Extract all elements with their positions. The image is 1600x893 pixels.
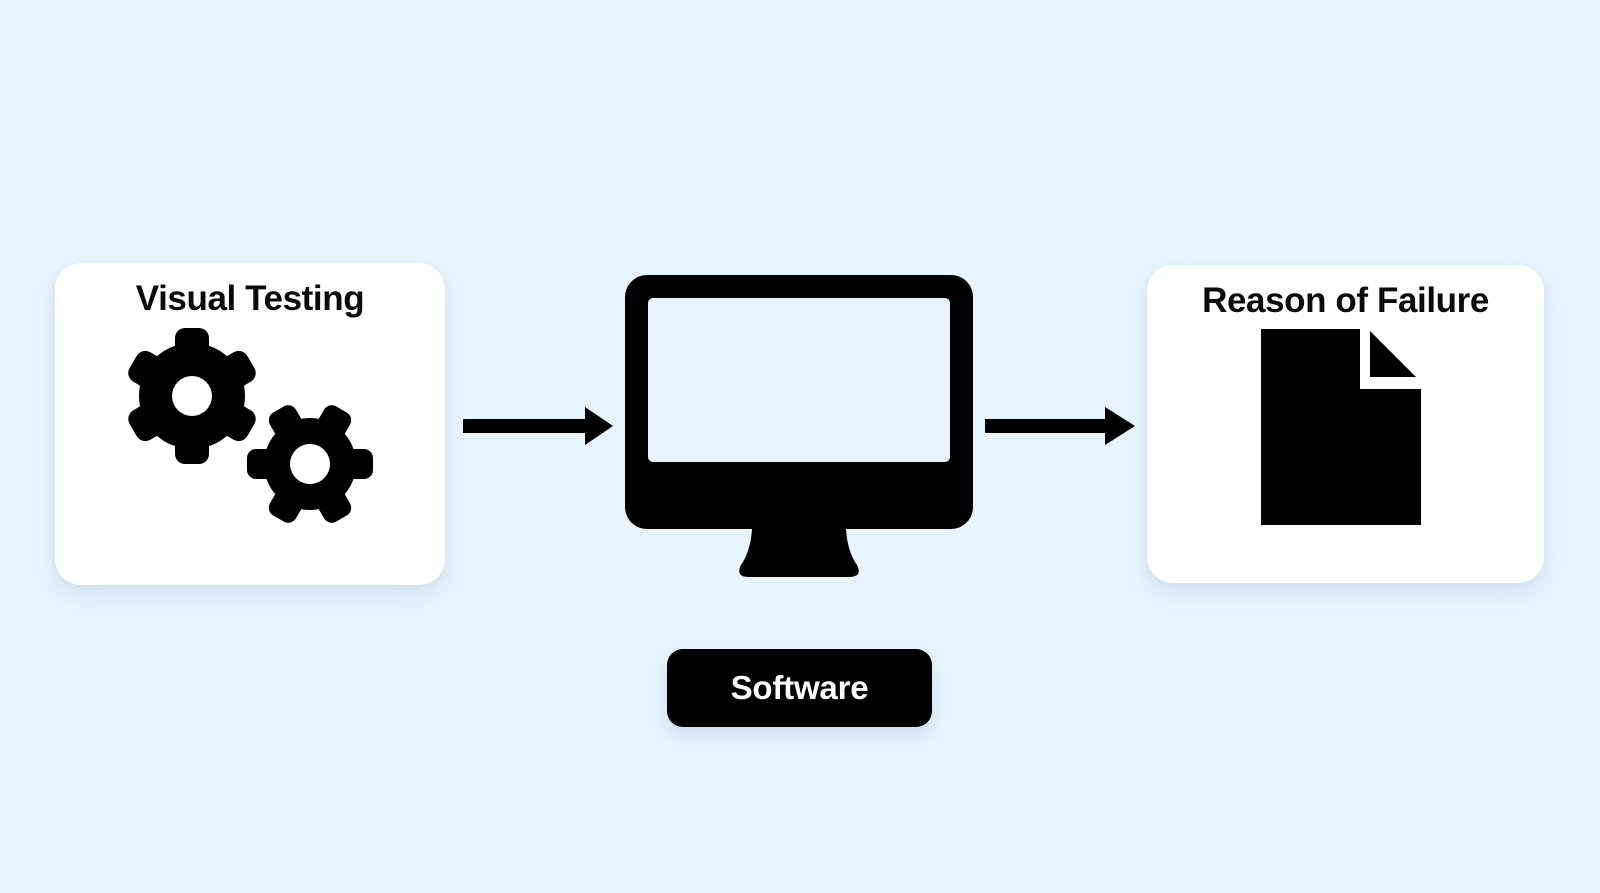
node-visual-testing: Visual Testing bbox=[55, 263, 445, 585]
software-label: Software bbox=[667, 649, 932, 727]
computer-monitor-icon bbox=[625, 275, 973, 577]
node-title-reason-of-failure: Reason of Failure bbox=[1202, 281, 1489, 320]
gears-icon bbox=[128, 328, 373, 523]
node-reason-of-failure: Reason of Failure bbox=[1147, 265, 1544, 583]
arrow-right-icon bbox=[985, 407, 1135, 445]
arrow-right-icon bbox=[463, 407, 613, 445]
document-icon bbox=[1261, 329, 1421, 525]
node-title-visual-testing: Visual Testing bbox=[135, 279, 365, 318]
